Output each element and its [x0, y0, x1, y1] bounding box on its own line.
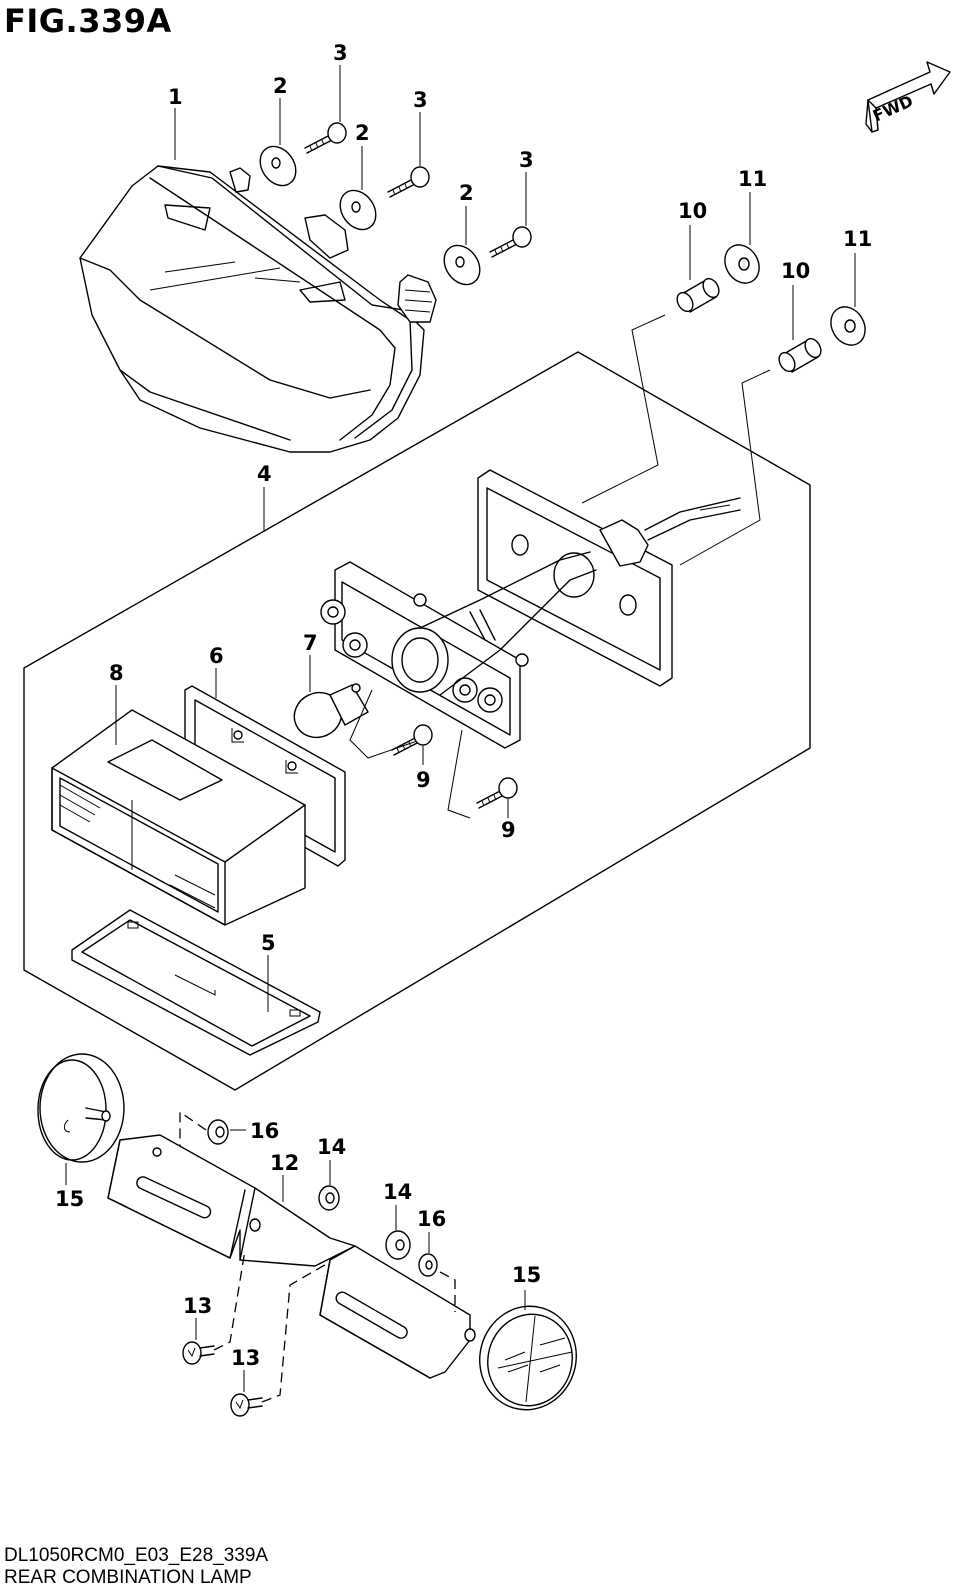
part-7-bulb: [293, 683, 369, 739]
part-16-nut: [418, 1253, 438, 1277]
callout-16a: 16: [250, 1119, 279, 1143]
callout-11b: 11: [843, 227, 872, 251]
callout-13a: 13: [183, 1294, 212, 1318]
part-9-screw: [391, 724, 433, 756]
fwd-arrow-icon: FWD: [865, 61, 951, 133]
part-8-lens: [51, 709, 306, 926]
callout-13b: 13: [231, 1346, 260, 1370]
callout-3a: 3: [333, 41, 348, 65]
callout-10b: 10: [781, 259, 810, 283]
part-10-collar: [778, 337, 822, 373]
part-15-reflector: [37, 1053, 125, 1163]
callout-9a: 9: [416, 768, 431, 792]
lamp-socket-assembly: [320, 551, 597, 749]
callout-2b: 2: [355, 121, 370, 145]
part-11-nut: [724, 244, 760, 284]
callout-10a: 10: [678, 199, 707, 223]
part-3-screw: [387, 166, 430, 198]
part-5-gasket: [71, 909, 321, 1056]
callout-15b: 15: [512, 1263, 541, 1287]
callout-7: 7: [303, 631, 318, 655]
part-15-reflector: [479, 1305, 577, 1411]
part-10-collar: [676, 277, 720, 313]
callout-12: 12: [270, 1151, 299, 1175]
callout-14a: 14: [317, 1135, 346, 1159]
callout-6: 6: [209, 644, 224, 668]
callout-3b: 3: [413, 88, 428, 112]
part-11-nut: [830, 306, 866, 346]
callout-16b: 16: [417, 1207, 446, 1231]
callout-8: 8: [109, 661, 124, 685]
callout-4: 4: [257, 462, 272, 486]
part-13-screw: [230, 1393, 263, 1417]
model-code: DL1050RCM0_E03_E28_339A: [4, 1545, 269, 1566]
callout-5: 5: [261, 931, 276, 955]
figure-name: REAR COMBINATION LAMP: [4, 1567, 252, 1588]
callout-11a: 11: [738, 167, 767, 191]
part-14-grommet: [318, 1185, 340, 1211]
part-16-nut: [207, 1119, 229, 1145]
figure-title: FIG.339A: [4, 2, 172, 40]
callout-9b: 9: [501, 818, 516, 842]
callout-2c: 2: [459, 181, 474, 205]
part-4-assembly-box: [23, 351, 811, 1091]
part-13-screw: [182, 1341, 215, 1365]
callout-15a: 15: [55, 1187, 84, 1211]
part-12-bracket: [107, 1134, 476, 1379]
part-2-washer: [443, 244, 481, 286]
callout-2a: 2: [273, 74, 288, 98]
callout-14b: 14: [383, 1180, 412, 1204]
part-1-lamp-housing: [79, 165, 437, 453]
lamp-mounting-plate: [477, 469, 741, 687]
part-2-washer: [259, 145, 297, 187]
part-3-screw: [489, 226, 532, 258]
part-2-washer: [339, 189, 377, 231]
part-14-grommet: [385, 1230, 411, 1260]
part-3-screw: [304, 122, 347, 154]
part-9-screw: [476, 777, 518, 809]
callout-3c: 3: [519, 148, 534, 172]
callout-1: 1: [168, 85, 183, 109]
